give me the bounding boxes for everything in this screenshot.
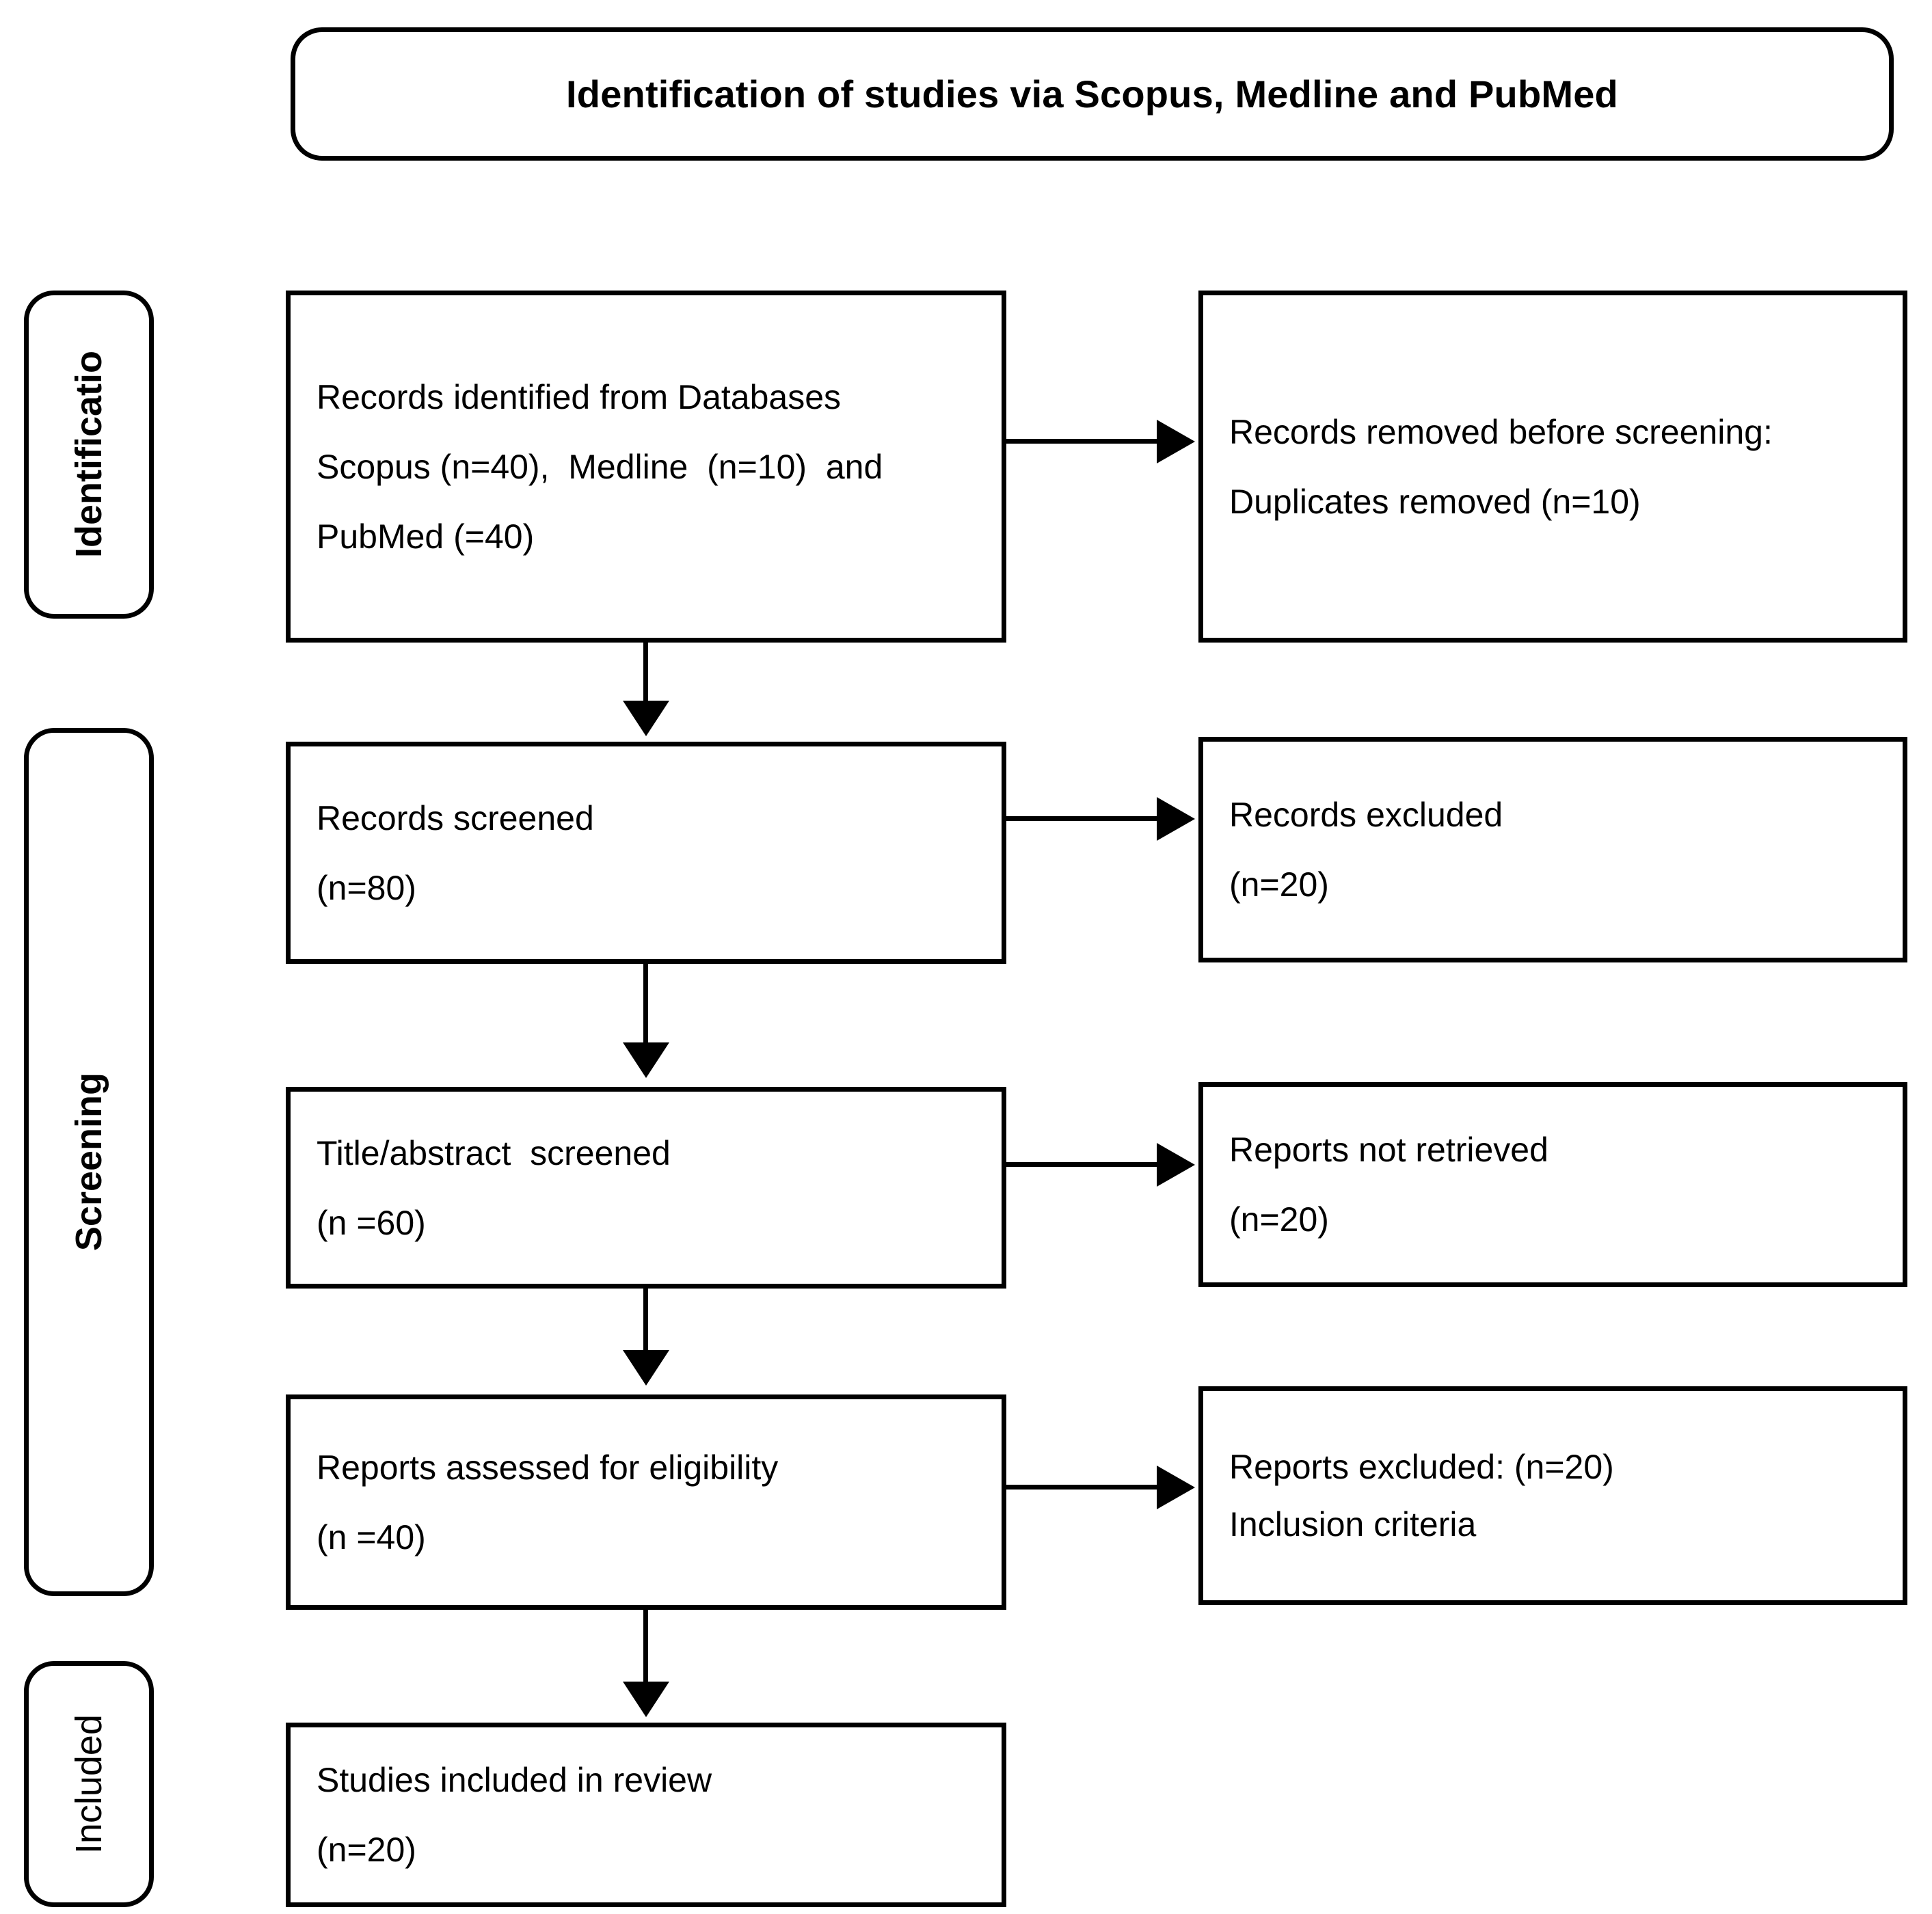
arrow-identified-to-removed-line — [1006, 439, 1162, 444]
arrow-identified-to-removed-head-icon — [1157, 420, 1195, 463]
node-text-line: Records screened — [317, 798, 594, 837]
arrow-eligibility-to-reports-excluded-line — [1006, 1485, 1162, 1490]
node-text-line: Title/abstract screened — [317, 1133, 671, 1172]
node-records-excluded: Records excluded (n=20) — [1198, 737, 1907, 962]
node-reports-excluded: Reports excluded: (n=20) Inclusion crite… — [1198, 1386, 1907, 1605]
node-reports-assessed-for-eligibility: Reports assessed for eligibility (n =40) — [286, 1394, 1006, 1610]
phase-label-screening-text: Screening — [68, 1073, 109, 1252]
node-text-line: PubMed (=40) — [317, 517, 535, 556]
node-text-line: Records excluded — [1229, 796, 1503, 834]
node-studies-included-in-review: Studies included in review (n=20) — [286, 1723, 1006, 1907]
arrow-title-abstract-to-not-retrieved-head-icon — [1157, 1143, 1195, 1187]
node-text-line: Reports assessed for eligibility — [317, 1448, 779, 1487]
node-records-identified-lines: Records identified from Databases Scopus… — [291, 380, 1002, 554]
arrow-eligibility-to-reports-excluded-head-icon — [1157, 1466, 1195, 1509]
node-text-line: (n=20) — [1229, 1200, 1329, 1239]
node-records-screened: Records screened (n=80) — [286, 742, 1006, 964]
arrow-eligibility-to-included-head-icon — [623, 1682, 669, 1717]
node-records-screened-lines: Records screened (n=80) — [291, 801, 1002, 905]
phase-label-included-text: Included — [68, 1714, 109, 1855]
node-text-line: (n=20) — [1229, 865, 1329, 904]
diagram-title: Identification of studies via Scopus, Me… — [566, 72, 1618, 116]
node-text-line: (n=20) — [317, 1831, 416, 1869]
node-reports-not-retrieved-lines: Reports not retrieved (n=20) — [1203, 1133, 1903, 1237]
phase-label-identification: Identificatio — [24, 291, 154, 619]
arrow-screened-to-title-abstract-head-icon — [623, 1042, 669, 1078]
node-records-removed-before-screening: Records removed before screening: Duplic… — [1198, 291, 1907, 643]
node-text-line: (n =60) — [317, 1203, 426, 1242]
node-text-line: (n =40) — [317, 1518, 426, 1556]
arrow-screened-to-excluded-head-icon — [1157, 797, 1195, 841]
node-text-line: Reports not retrieved — [1229, 1131, 1548, 1169]
node-records-removed-lines: Records removed before screening: Duplic… — [1203, 415, 1903, 519]
node-records-identified: Records identified from Databases Scopus… — [286, 291, 1006, 643]
arrow-title-abstract-to-eligibility-line — [643, 1289, 648, 1353]
arrow-title-abstract-to-not-retrieved-line — [1006, 1162, 1162, 1167]
arrow-identified-to-screened-head-icon — [623, 701, 669, 736]
node-text-line: (n=80) — [317, 868, 416, 907]
arrow-identified-to-screened-line — [643, 643, 648, 704]
node-text-line: Duplicates removed (n=10) — [1229, 482, 1641, 521]
arrow-title-abstract-to-eligibility-head-icon — [623, 1350, 669, 1386]
phase-label-included: Included — [24, 1661, 154, 1907]
arrow-screened-to-excluded-line — [1006, 816, 1162, 821]
node-text-line: Records identified from Databases — [317, 377, 842, 416]
node-text-line: Records removed before screening: — [1229, 412, 1773, 451]
node-eligibility-lines: Reports assessed for eligibility (n =40) — [291, 1451, 1002, 1554]
node-title-abstract-screened: Title/abstract screened (n =60) — [286, 1087, 1006, 1289]
phase-label-identification-text: Identificatio — [68, 351, 109, 558]
node-text-line: Scopus (n=40), Medline (n=10) and — [317, 447, 883, 486]
node-reports-excluded-lines: Reports excluded: (n=20) Inclusion crite… — [1203, 1450, 1903, 1541]
arrow-screened-to-title-abstract-line — [643, 964, 648, 1046]
arrow-eligibility-to-included-line — [643, 1610, 648, 1685]
node-reports-not-retrieved: Reports not retrieved (n=20) — [1198, 1082, 1907, 1287]
node-title-abstract-lines: Title/abstract screened (n =60) — [291, 1136, 1002, 1240]
node-records-excluded-lines: Records excluded (n=20) — [1203, 798, 1903, 902]
node-studies-included-lines: Studies included in review (n=20) — [291, 1763, 1002, 1867]
phase-label-screening: Screening — [24, 728, 154, 1596]
node-text-line: Studies included in review — [317, 1761, 712, 1799]
node-text-line: Reports excluded: (n=20) — [1229, 1448, 1614, 1486]
diagram-header-box: Identification of studies via Scopus, Me… — [291, 27, 1894, 161]
node-text-line: Inclusion criteria — [1229, 1505, 1477, 1544]
